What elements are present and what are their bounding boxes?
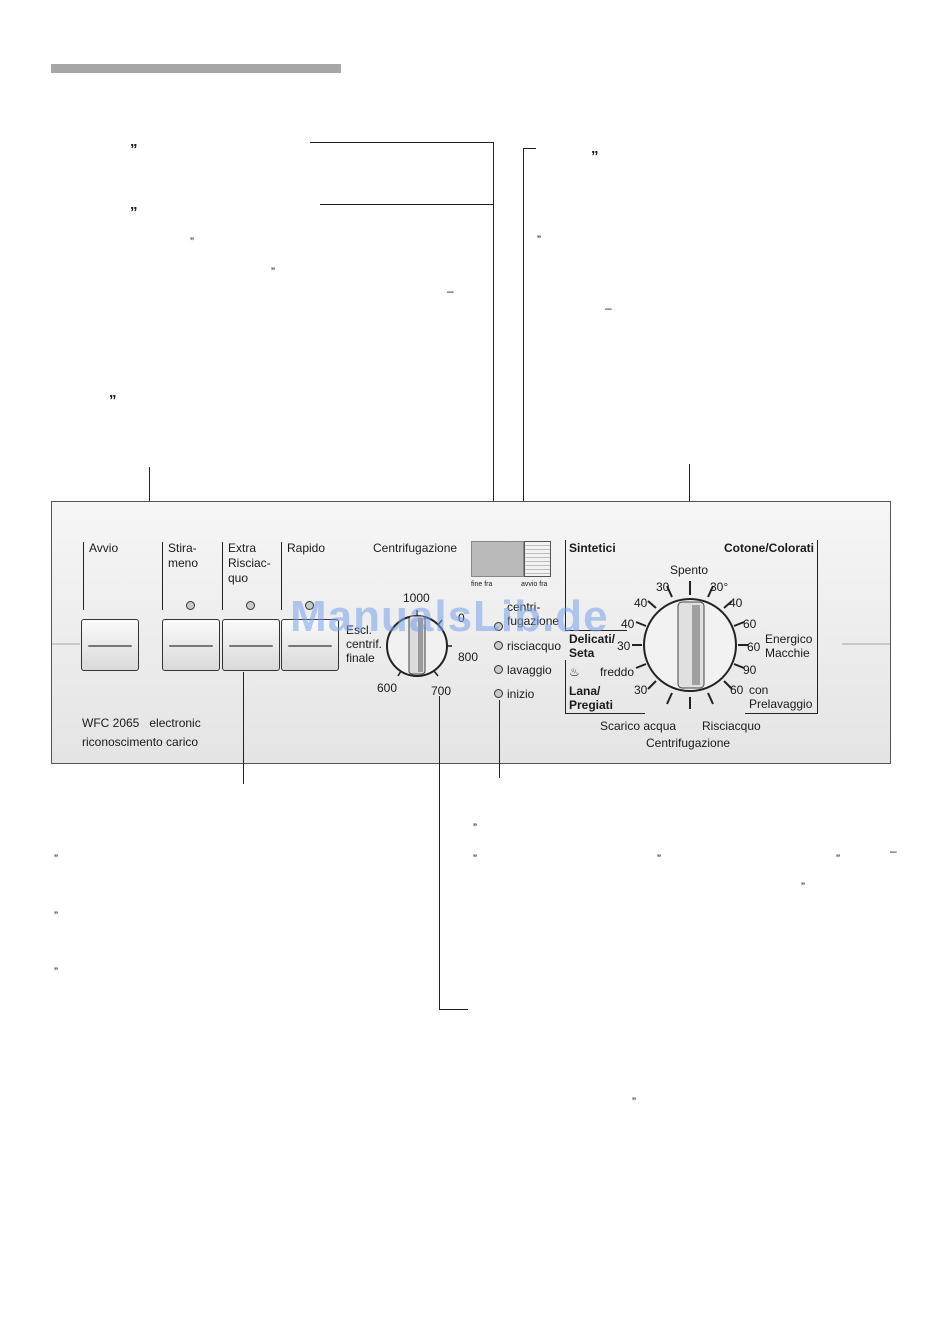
callout-line (499, 700, 500, 778)
extra-risciacquo-led (246, 601, 255, 610)
spin-speed-knob[interactable] (370, 596, 470, 696)
model-feature: riconoscimento carico (82, 735, 199, 749)
escl-centrif-label: Escl. centrif. finale (346, 623, 383, 665)
temp-40-left: 40 (634, 596, 648, 610)
quote-mark: ” (271, 265, 275, 279)
cotone-colorati-label: Cotone/Colorati (724, 541, 814, 555)
section-header-bar (51, 64, 341, 73)
label-tick (222, 542, 223, 610)
hand-wash-icon: ♨ (569, 665, 580, 679)
temp-30-left: 30 (656, 580, 670, 594)
temp-60-right-3: 60 (730, 683, 744, 697)
con-prelavaggio-label: con Prelavaggio (749, 683, 813, 711)
spin-speed-600: 600 (377, 681, 398, 695)
freddo-label: freddo (600, 665, 635, 679)
quote-mark: ” (109, 392, 117, 409)
spin-speed-1000: 1000 (403, 591, 430, 605)
delay-start-button[interactable] (524, 541, 551, 577)
callout-line (310, 142, 494, 143)
stirameno-label: Stira- meno (168, 541, 199, 570)
dash-mark: – (890, 844, 897, 858)
avvio-fra-label: avvio fra (521, 581, 548, 588)
spin-speed-0: 0 (458, 611, 465, 625)
status-inizio-led (494, 689, 503, 698)
callout-line (523, 148, 524, 542)
dash-mark: – (447, 284, 454, 298)
stirameno-led (186, 601, 195, 610)
callout-line (493, 142, 494, 542)
quote-mark: ” (130, 141, 138, 158)
temp-60-right-2: 60 (747, 640, 761, 654)
quote-mark: ” (130, 204, 138, 221)
rapido-button[interactable] (281, 619, 339, 671)
label-tick (162, 542, 163, 610)
label-tick (281, 542, 282, 610)
time-display (471, 541, 524, 577)
watermark-text: ManualsLib.de (290, 592, 609, 641)
fine-fra-label: fine fra (471, 581, 493, 588)
extra-risciacquo-button[interactable] (222, 619, 280, 671)
temp-60-right-1: 60 (743, 617, 757, 631)
energico-macchie-label: Energico Macchie (765, 632, 813, 660)
temp-30-mid: 30 (617, 639, 631, 653)
program-frame (565, 540, 566, 630)
scarico-acqua-label: Scarico acqua (600, 719, 677, 733)
callout-line (439, 696, 440, 1010)
program-frame (817, 540, 818, 714)
delicati-seta-label: Delicati/ Seta (569, 632, 616, 660)
status-inizio-label: inizio (507, 687, 535, 701)
panel-rail (842, 643, 890, 645)
rapido-label: Rapido (287, 541, 326, 555)
status-lavaggio-label: lavaggio (507, 663, 552, 677)
centrifugazione-program-label: Centrifugazione (646, 736, 731, 750)
extra-risciacquo-label: Extra Risciac- quo (228, 541, 271, 585)
program-knob[interactable] (620, 575, 760, 725)
temp-30-low: 30 (634, 683, 648, 697)
status-centrifugazione-label: centri- fugazione (507, 600, 560, 628)
stirameno-button[interactable] (162, 619, 220, 671)
quote-mark: ” (54, 965, 58, 979)
temp-40-mid: 40 (621, 617, 635, 631)
quote-mark: ” (473, 821, 477, 835)
callout-line (320, 204, 494, 205)
temp-30-degree: 30° (710, 580, 729, 594)
lana-pregiati-label: Lana/ Pregiati (569, 684, 614, 712)
spin-speed-700: 700 (431, 684, 452, 698)
panel-rail (52, 643, 80, 645)
program-frame (565, 630, 627, 631)
avvio-button[interactable] (81, 619, 139, 671)
callout-line (439, 1009, 468, 1010)
spento-label: Spento (670, 563, 709, 577)
spin-speed-800: 800 (458, 650, 479, 664)
quote-mark: ” (54, 909, 58, 923)
temp-90: 90 (743, 663, 757, 677)
status-risciacquo-label: risciacquo (507, 639, 562, 653)
quote-mark: ” (537, 233, 541, 247)
temp-40-right: 40 (729, 596, 743, 610)
quote-mark: ” (836, 852, 840, 866)
quote-mark: ” (657, 852, 661, 866)
dash-mark: – (605, 301, 612, 315)
centrifugazione-title: Centrifugazione (373, 541, 458, 555)
status-risciacquo-led (494, 641, 503, 650)
avvio-label: Avvio (89, 541, 119, 555)
risciacquo-program-label: Risciacquo (702, 719, 761, 733)
label-tick (83, 542, 84, 610)
quote-mark: ” (801, 880, 805, 894)
program-frame (565, 660, 566, 714)
rapido-led (305, 601, 314, 610)
quote-mark: ” (632, 1095, 636, 1109)
quote-mark: ” (591, 148, 599, 165)
quote-mark: ” (54, 852, 58, 866)
callout-line (524, 148, 536, 149)
model-name: WFC 2065 electronic (82, 716, 201, 730)
quote-mark: ” (190, 235, 194, 249)
quote-mark: ” (473, 852, 477, 866)
callout-line (243, 672, 244, 784)
status-centrifugazione-led (494, 622, 503, 631)
status-lavaggio-led (494, 665, 503, 674)
program-frame (745, 713, 817, 714)
program-frame (565, 713, 645, 714)
sintetici-label: Sintetici (569, 541, 616, 555)
